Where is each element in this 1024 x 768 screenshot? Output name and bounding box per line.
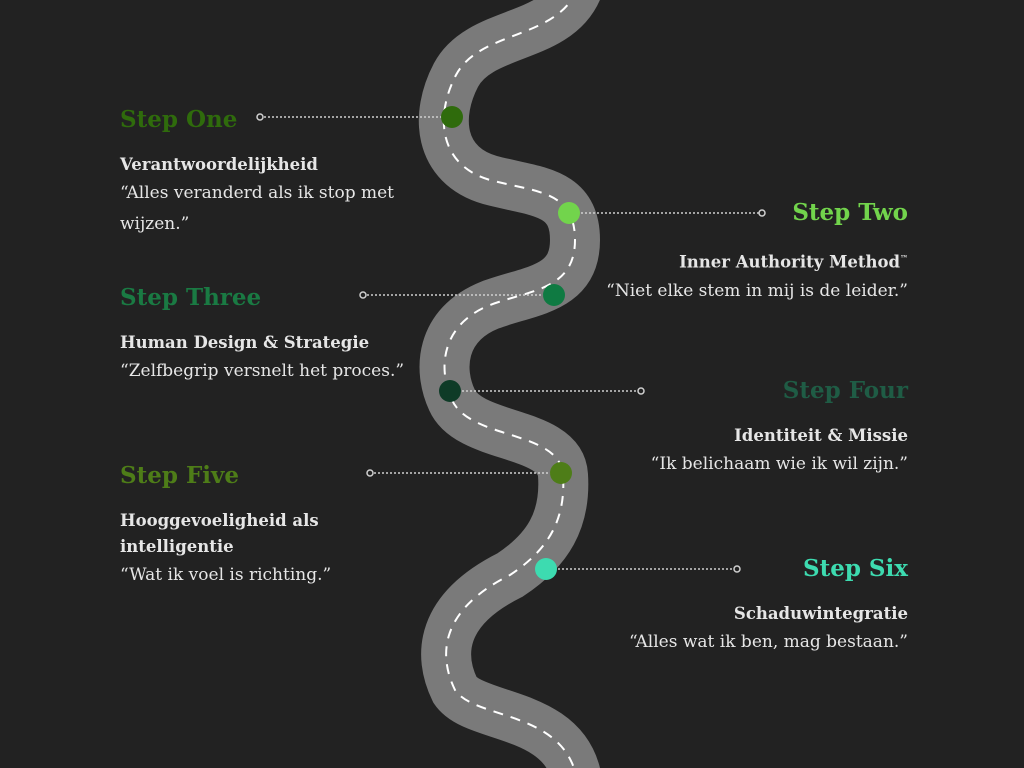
step-six-title: Step Six	[802, 555, 908, 582]
step-two-quote: “Niet elke stem in mij is de leider.”	[606, 280, 908, 301]
step-six-heading: Schaduwintegratie	[733, 604, 908, 623]
step-three-quote: “Zelfbegrip versnelt het proces.”	[120, 361, 405, 381]
marker-step-four	[439, 380, 461, 402]
step-three-heading: Human Design & Strategie	[120, 333, 370, 352]
step-six: Step Six Schaduwintegratie “Alles wat ik…	[578, 554, 908, 658]
step-five-quote: “Wat ik voel is richting.”	[120, 565, 332, 585]
step-one-heading: Verantwoordelijkheid	[120, 155, 318, 174]
step-one-title: Step One	[120, 106, 238, 133]
connector-step-three	[359, 291, 554, 299]
step-three-title: Step Three	[120, 284, 262, 311]
step-two-title: Step Two	[792, 199, 908, 226]
winding-road	[418, 0, 601, 768]
connector-step-one	[256, 113, 452, 121]
step-four-heading: Identiteit & Missie	[734, 426, 908, 445]
step-four-quote: “Ik belichaam wie ik wil zijn.”	[650, 454, 908, 474]
step-three: Step Three Human Design & Strategie “Zel…	[120, 283, 420, 387]
step-six-quote: “Alles wat ik ben, mag bestaan.”	[629, 632, 908, 652]
step-five-heading: Hooggevoeligheid als intelligentie	[120, 511, 319, 556]
trademark-symbol: ™	[900, 253, 908, 263]
marker-step-two	[558, 202, 580, 224]
step-four: Step Four Identiteit & Missie “Ik belich…	[578, 376, 908, 480]
connector-step-four	[450, 387, 645, 395]
connector-step-six	[546, 565, 741, 573]
step-four-title: Step Four	[782, 377, 908, 404]
step-two-heading: Inner Authority Method™	[578, 245, 908, 276]
marker-step-three	[543, 284, 565, 306]
step-one-quote: “Alles veranderd als ik stop met wijzen.…	[120, 183, 395, 234]
step-one: Step One Verantwoordelijkheid “Alles ver…	[120, 105, 410, 240]
step-five: Step Five Hooggevoeligheid als intellige…	[120, 461, 420, 591]
road-center-dashes	[442, 0, 577, 768]
step-two: Step Two Inner Authority Method™ “Niet e…	[578, 198, 908, 307]
marker-step-six	[535, 558, 557, 580]
marker-step-one	[441, 106, 463, 128]
marker-step-five	[550, 462, 572, 484]
connector-step-five	[366, 469, 561, 477]
connector-step-two	[569, 209, 766, 217]
step-five-title: Step Five	[120, 462, 240, 489]
step-two-heading-text: Inner Authority Method	[679, 252, 900, 272]
